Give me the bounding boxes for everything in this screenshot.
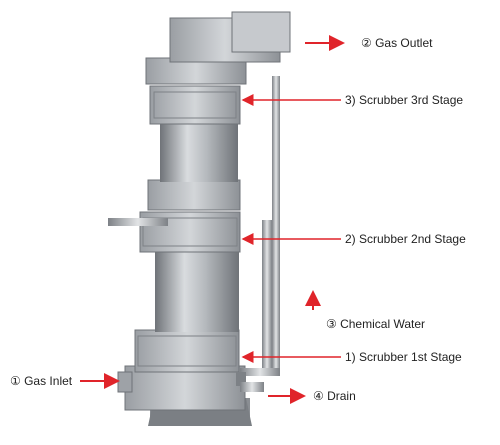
stage-3-section (149, 85, 241, 125)
gas-outlet-duct (169, 11, 291, 63)
drain-outlet (240, 382, 264, 392)
stage-2-pipe (108, 218, 168, 226)
lower-cylinder (155, 252, 239, 332)
gas-outlet-label: ② Gas Outlet (361, 36, 433, 50)
stage-3-label: 3) Scrubber 3rd Stage (345, 93, 464, 107)
middle-cylinder (160, 120, 238, 182)
gas-inlet-housing (117, 365, 246, 411)
stage-2-label: 2) Scrubber 2nd Stage (345, 232, 466, 246)
stage-1-section (134, 329, 240, 373)
stage-2-section (139, 179, 241, 253)
stage-1-label: 1) Scrubber 1st Stage (345, 350, 462, 364)
chemical-water-pipe (236, 76, 280, 386)
gas-inlet-label: ① Gas Inlet (10, 374, 73, 388)
drain-label: ④ Drain (313, 389, 356, 403)
chemical-water-label: ③ Chemical Water (326, 317, 425, 331)
